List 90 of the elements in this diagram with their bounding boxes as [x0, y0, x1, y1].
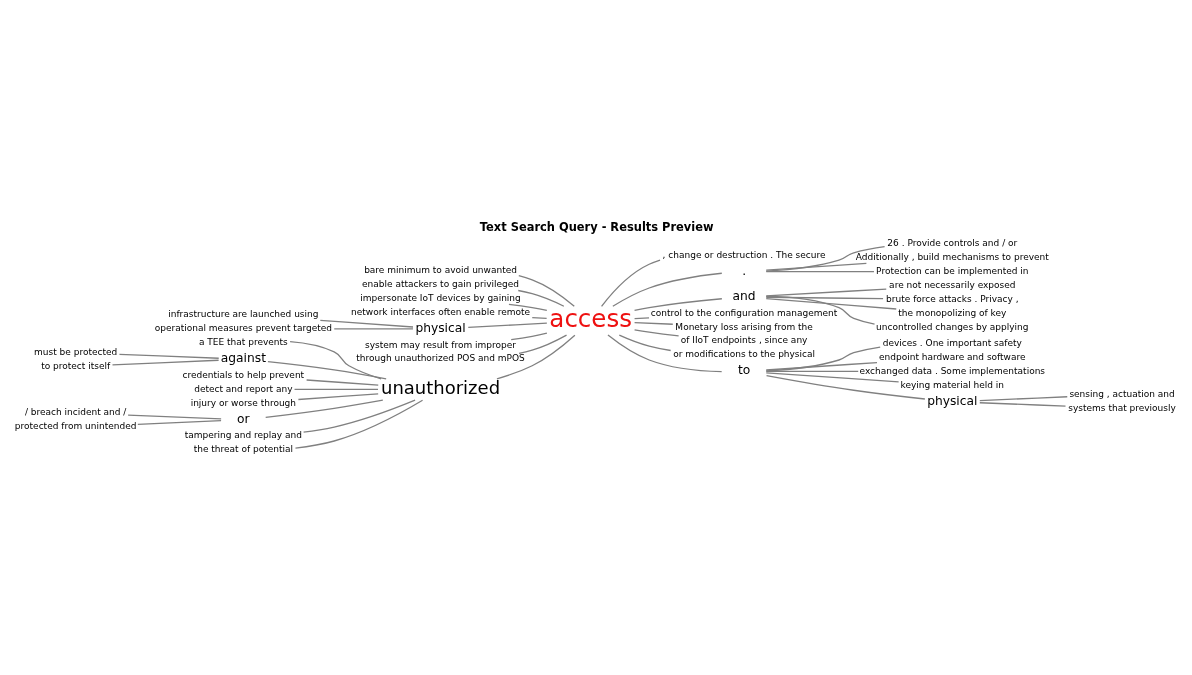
- node-text: a TEE that prevents: [198, 337, 288, 348]
- node-text: , change or destruction . The secure: [662, 249, 826, 260]
- node-text: keying material held in: [900, 379, 1005, 390]
- node-text: system may result from improper: [365, 339, 517, 350]
- node-text: access: [549, 303, 633, 333]
- node-text: the monopolizing of key: [898, 307, 1007, 318]
- connector: [979, 402, 1067, 407]
- connector: [127, 414, 222, 420]
- node-text: enable attackers to gain privileged: [362, 279, 520, 290]
- connector: [508, 303, 548, 311]
- connector: [319, 319, 414, 328]
- connector: [612, 272, 723, 307]
- connector: [765, 370, 859, 373]
- connector: [517, 289, 565, 307]
- node-text: against: [220, 351, 266, 366]
- connector: [979, 396, 1068, 402]
- node-text: and: [732, 288, 756, 303]
- node-text: injury or worse through: [190, 397, 297, 408]
- node-text: operational measures prevent targeted: [154, 323, 332, 334]
- node-text: to protect itself: [41, 360, 111, 371]
- node-text: or modifications to the physical: [673, 349, 816, 360]
- connector: [765, 372, 900, 383]
- connector: [633, 298, 723, 312]
- connector: [765, 245, 886, 272]
- connector: [633, 329, 680, 337]
- connector: [600, 259, 661, 307]
- node-text: are not necessarily exposed: [889, 279, 1016, 290]
- connector: [618, 334, 672, 352]
- connector: [294, 399, 424, 449]
- connector: [265, 399, 384, 418]
- node-text: unauthorized: [381, 377, 501, 399]
- node-text: 26 . Provide controls and / or: [887, 238, 1018, 249]
- node-text: brute force attacks . Privacy ,: [886, 293, 1019, 304]
- node-text: Monetary loss arising from the: [675, 321, 813, 332]
- connector: [467, 322, 548, 329]
- node-text: sensing , actuation and: [1069, 388, 1175, 399]
- node-text: systems that previously: [1068, 402, 1176, 413]
- node-text: tampering and replay and: [184, 430, 302, 441]
- node-text: physical: [415, 320, 466, 335]
- connector: [765, 271, 875, 273]
- connector: [765, 374, 926, 400]
- connector: [510, 332, 548, 341]
- connector: [297, 393, 379, 401]
- node-text: to: [737, 363, 751, 378]
- node-text: the threat of potential: [193, 444, 294, 455]
- connector: [518, 275, 575, 307]
- node-text: detect and report any: [194, 383, 293, 394]
- connector: [333, 328, 414, 330]
- node-text: or: [237, 411, 250, 426]
- connector: [633, 321, 674, 325]
- node-text: .: [742, 263, 747, 278]
- connector: [518, 334, 568, 355]
- node-text: through unauthorized POS and mPOS: [356, 353, 525, 364]
- node-text: of IIoT endpoints , since any: [680, 335, 808, 346]
- node-text: devices . One important safety: [882, 337, 1022, 348]
- node-text: uncontrolled changes by applying: [876, 321, 1029, 332]
- connector: [118, 353, 220, 359]
- node-text: bare minimum to avoid unwanted: [364, 265, 517, 276]
- node-text: must be protected: [34, 346, 118, 357]
- connector: [496, 334, 576, 380]
- node-text: credentials to help prevent: [182, 369, 305, 380]
- connector: [267, 360, 387, 380]
- connector: [137, 420, 222, 426]
- connector: [765, 298, 897, 310]
- node-text: control to the configuration management: [650, 307, 838, 318]
- node-text: protected from unintended: [14, 421, 137, 432]
- connector: [765, 296, 884, 300]
- connector: [765, 262, 868, 271]
- node-text: physical: [927, 393, 978, 408]
- node-text: network interfaces often enable remote: [351, 306, 531, 317]
- connector: [633, 317, 650, 320]
- node-text: endpoint hardware and software: [879, 351, 1026, 362]
- connector: [289, 341, 382, 380]
- node-text: Protection can be implemented in: [876, 265, 1029, 276]
- node-text: exchanged data . Some implementations: [859, 365, 1046, 376]
- connector: [305, 379, 379, 386]
- connector: [607, 334, 723, 373]
- connector: [293, 388, 379, 391]
- connector: [531, 316, 548, 319]
- connector: [111, 359, 220, 366]
- diagram-title: Text Search Query - Results Preview: [479, 219, 714, 234]
- connector: [302, 399, 416, 433]
- connector: [765, 288, 887, 297]
- node-text: impersonate IoT devices by gaining: [360, 292, 521, 303]
- connector: [765, 361, 878, 371]
- connector: [765, 346, 881, 372]
- node-text: / breach incident and /: [24, 407, 127, 418]
- node-text: infrastructure are launched using: [168, 309, 319, 320]
- node-text: Additionally , build mechanisms to prevent: [855, 252, 1049, 263]
- connector: [765, 295, 876, 325]
